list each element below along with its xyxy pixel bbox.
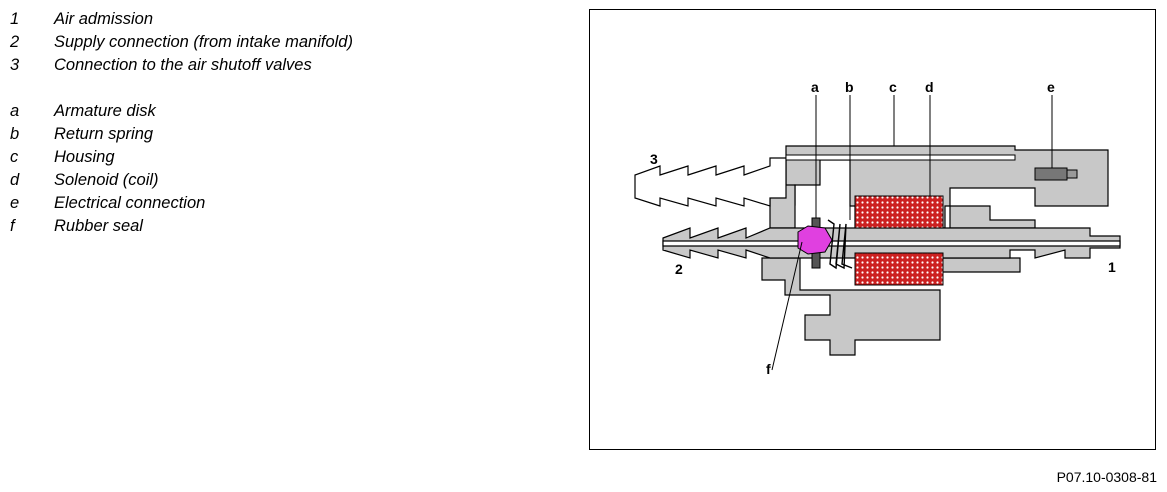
label-f: f — [766, 361, 771, 377]
legend-key: 3 — [10, 56, 20, 74]
legend-text: Housing — [54, 148, 115, 166]
label-2: 2 — [675, 261, 683, 277]
legend-item-c: c Housing — [10, 146, 353, 169]
legend-item-3: 3 Connection to the air shutoff valves — [10, 54, 353, 77]
legend-text: Electrical connection — [54, 194, 206, 212]
legend-key: 2 — [10, 33, 20, 51]
legend: 1 Air admission 2 Supply connection (fro… — [10, 8, 353, 238]
legend-item-e: e Electrical connection — [10, 192, 353, 215]
upper-channel — [785, 154, 1016, 161]
legend-key: a — [10, 102, 20, 120]
legend-key: b — [10, 125, 20, 143]
legend-text: Air admission — [54, 10, 154, 28]
through-tube — [662, 227, 1121, 259]
electrical-connection — [1034, 167, 1078, 181]
solenoid-coil-upper — [854, 195, 944, 229]
legend-text: Return spring — [54, 125, 154, 143]
leader-lines — [771, 95, 1053, 371]
legend-key: e — [10, 194, 20, 212]
legend-item-a: a Armature disk — [10, 100, 353, 123]
label-e: e — [1047, 79, 1055, 95]
label-b: b — [845, 79, 854, 95]
legend-item-f: f Rubber seal — [10, 215, 353, 238]
label-d: d — [925, 79, 934, 95]
label-c: c — [889, 79, 897, 95]
rubber-seal — [797, 225, 833, 255]
legend-key: c — [10, 148, 19, 166]
legend-item-2: 2 Supply connection (from intake manifol… — [10, 31, 353, 54]
legend-text: Rubber seal — [54, 217, 143, 235]
label-a: a — [811, 79, 819, 95]
figure-code: P07.10-0308-81 — [1056, 469, 1157, 485]
legend-text: Solenoid (coil) — [54, 171, 159, 189]
legend-text: Armature disk — [54, 102, 156, 120]
legend-item-d: d Solenoid (coil) — [10, 169, 353, 192]
valve-diagram: a b c d e f 1 2 3 — [634, 79, 1121, 377]
legend-key: 1 — [10, 10, 20, 28]
legend-key: f — [10, 217, 15, 235]
label-1: 1 — [1108, 259, 1116, 275]
label-3: 3 — [650, 151, 658, 167]
legend-item-1: 1 Air admission — [10, 8, 353, 31]
legend-item-b: b Return spring — [10, 123, 353, 146]
nozzle-connection-3 — [634, 157, 787, 207]
legend-text: Connection to the air shutoff valves — [54, 56, 312, 74]
solenoid-coil-lower — [854, 252, 944, 286]
legend-key: d — [10, 171, 20, 189]
legend-text: Supply connection (from intake manifold) — [54, 33, 353, 51]
return-spring — [827, 219, 853, 270]
diagram-frame: a b c d e f 1 2 3 — [589, 9, 1156, 450]
